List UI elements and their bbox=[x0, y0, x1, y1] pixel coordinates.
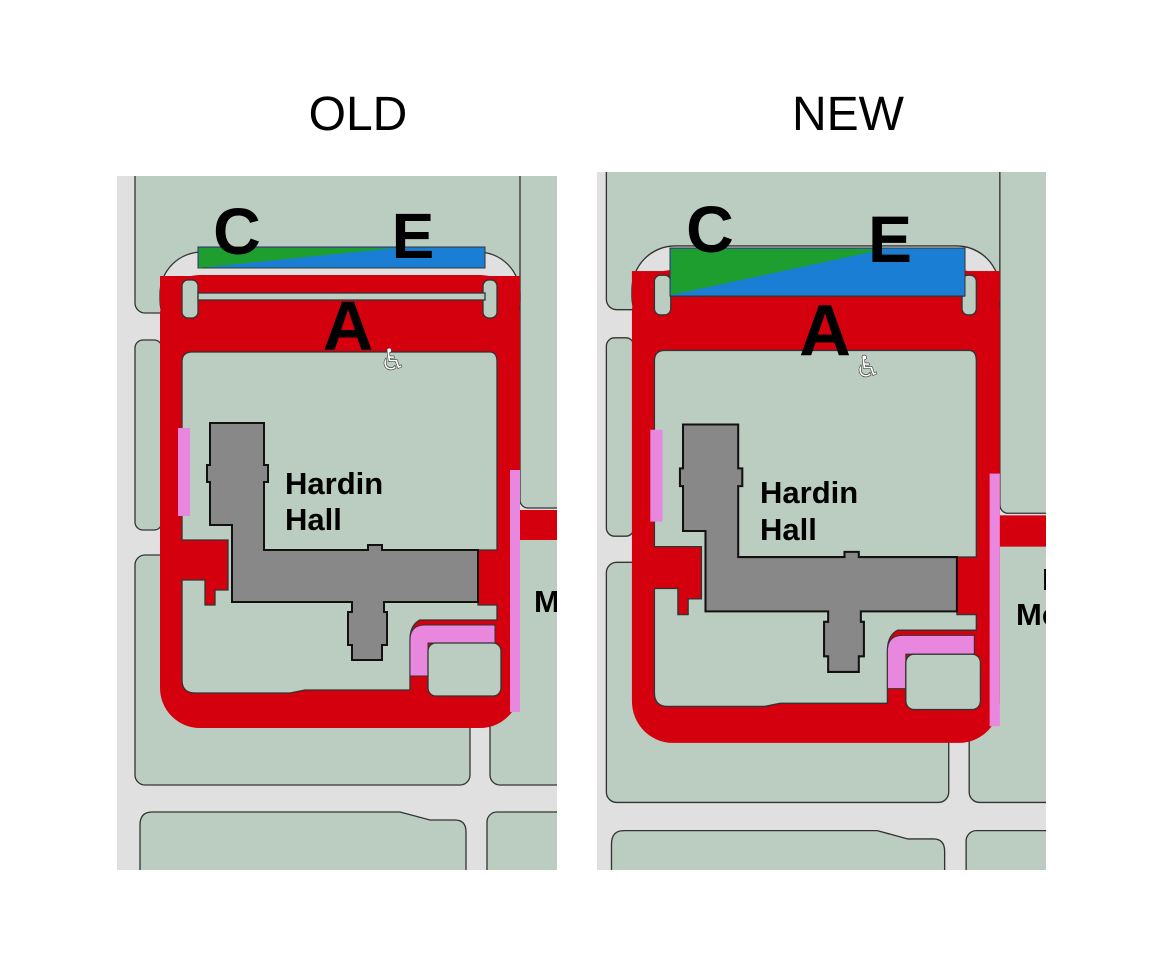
building-label-line1: Hardin bbox=[760, 475, 858, 510]
zone-label-c: C bbox=[686, 192, 734, 266]
panel-title-old: OLD bbox=[309, 88, 408, 141]
building-label-line1: Hardin bbox=[285, 466, 383, 501]
wheelchair-accessible-icon: ♿ bbox=[855, 350, 882, 385]
panel-title-new: NEW bbox=[792, 88, 905, 141]
map-new: C E A ♿ Hardin Hall I Me bbox=[597, 172, 1059, 870]
zone-label-e: E bbox=[392, 200, 435, 272]
edge-label-line1: I bbox=[1042, 562, 1051, 597]
building-label-line2: Hall bbox=[285, 502, 342, 537]
zone-label-c: C bbox=[213, 194, 261, 268]
building-label-line2: Hall bbox=[760, 512, 817, 547]
zone-label-a: A bbox=[323, 287, 374, 365]
zone-label-a: A bbox=[799, 291, 851, 371]
edge-label-line2: Me bbox=[1016, 597, 1059, 632]
edge-label-line2: M bbox=[534, 584, 560, 619]
zone-label-e: E bbox=[868, 202, 912, 276]
map-old: C E A ♿ Hardin Hall M bbox=[117, 176, 560, 870]
zone-c-area bbox=[199, 248, 395, 268]
zone-c-area bbox=[671, 249, 885, 295]
wheelchair-accessible-icon: ♿ bbox=[380, 343, 407, 378]
